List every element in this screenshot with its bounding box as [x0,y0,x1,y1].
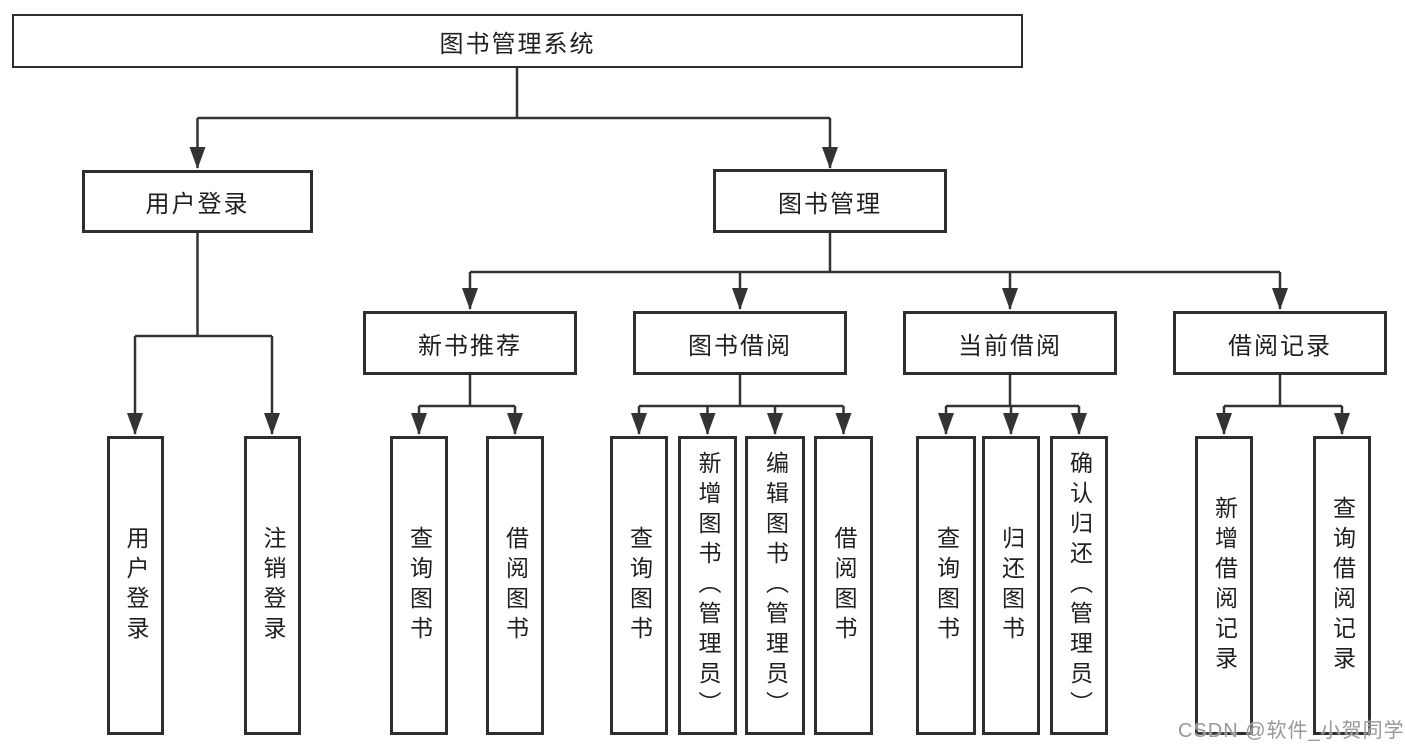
node-user-login: 用户登录 [82,170,313,233]
leaf-label: 确认归还（管理员） [1066,450,1093,721]
leaf-borrow-books: 借阅图书 [814,436,873,735]
node-current-borrowing: 当前借阅 [903,311,1117,375]
connector-new-book-recommend-to-leaves [411,375,523,435]
leaf-add-borrow-record: 新增借阅记录 [1195,436,1253,735]
connector-current-borrowing-to-leaves [938,375,1087,435]
leaf-label: 归还图书 [998,525,1025,646]
connector-book-borrowing-to-leaves [631,375,852,435]
leaf-logout: 注销登录 [244,436,301,735]
leaf-label: 借阅图书 [831,525,857,646]
connector-book-management-to-sections [462,233,1288,310]
leaf-return-books: 归还图书 [982,436,1040,735]
leaf-label: 新增图书（管理员） [695,450,721,721]
connector-borrowing-records-to-leaves [1216,375,1350,435]
leaf-label: 编辑图书（管理员） [762,450,789,721]
node-book-management: 图书管理 [713,169,947,233]
node-borrowing-records: 借阅记录 [1173,311,1387,375]
node-label: 图书管理 [778,190,882,218]
leaf-label: 查询图书 [626,525,653,646]
leaf-user-login: 用户登录 [107,436,164,735]
node-label: 新书推荐 [418,332,522,360]
leaf-edit-books-admin: 编辑图书（管理员） [745,436,805,735]
leaf-borrow-books: 借阅图书 [486,436,544,735]
node-label: 借阅记录 [1228,332,1332,360]
node-label: 当前借阅 [958,332,1062,360]
leaf-label: 查询借阅记录 [1329,495,1356,676]
node-label: 用户登录 [145,191,250,218]
leaf-query-books: 查询图书 [916,436,976,735]
leaf-confirm-return-admin: 确认归还（管理员） [1050,436,1108,735]
csdn-watermark: CSDN @软件_小贺同学 [1178,720,1405,742]
leaf-label: 用户登录 [123,525,149,646]
leaf-label: 借阅图书 [502,525,529,646]
connector-user-login-to-leaves [127,233,280,435]
node-book-borrowing: 图书借阅 [633,311,847,375]
node-new-book-recommend: 新书推荐 [363,311,577,375]
leaf-label: 新增借阅记录 [1211,495,1238,676]
leaf-query-borrow-record: 查询借阅记录 [1313,436,1371,735]
node-label: 图书借阅 [688,332,792,360]
leaf-label: 查询图书 [406,525,433,646]
node-library-management-system: 图书管理系统 [12,14,1023,68]
leaf-query-books: 查询图书 [390,436,448,735]
leaf-add-books-admin: 新增图书（管理员） [678,436,737,735]
connector-root-to-branches [189,68,838,169]
leaf-query-books: 查询图书 [610,436,668,735]
leaf-label: 查询图书 [933,525,960,646]
leaf-label: 注销登录 [260,525,286,646]
node-label: 图书管理系统 [439,30,596,58]
